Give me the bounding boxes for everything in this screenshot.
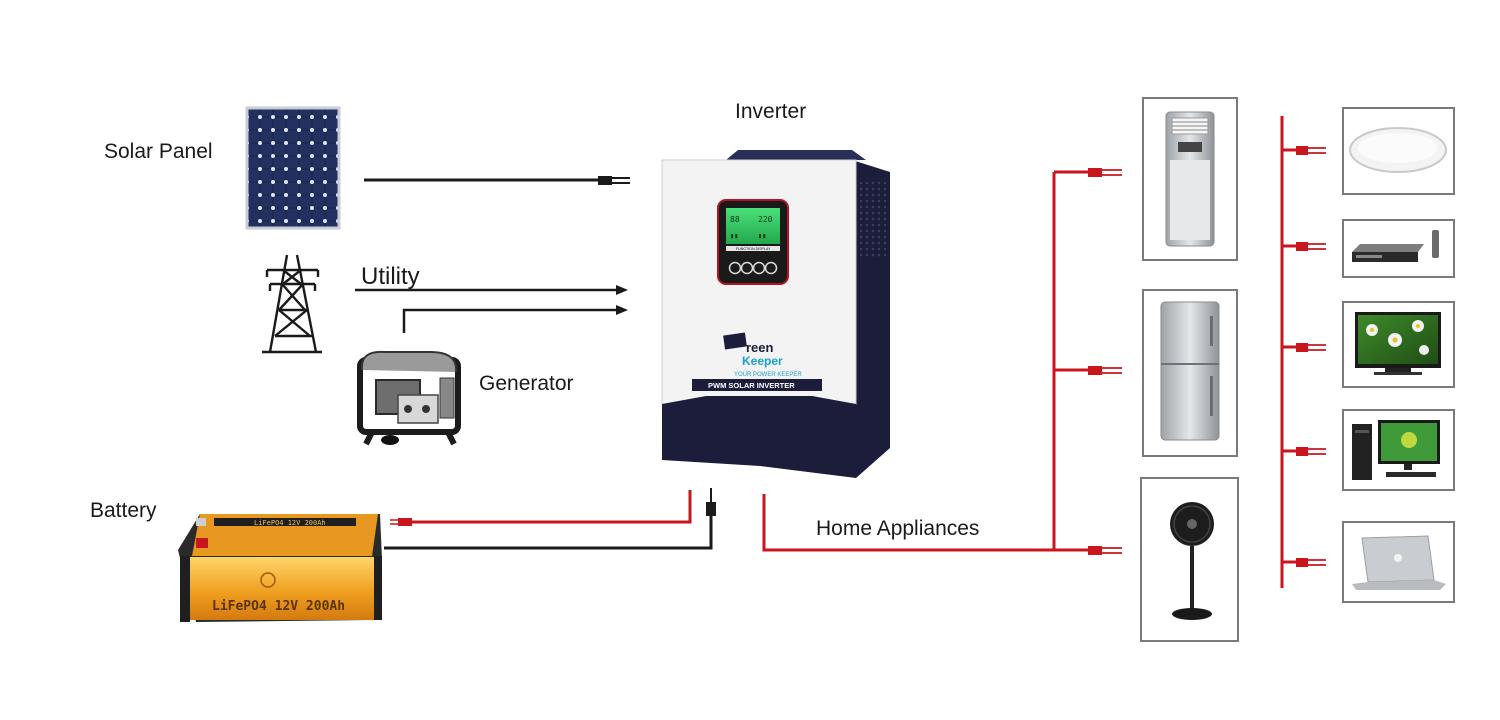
home-appliances-wire [762,494,1054,552]
home-appliances-label: Home Appliances [816,517,980,540]
solar-panel-icon [245,106,341,230]
electric-fan-icon [1140,477,1239,642]
air-conditioner-icon [1142,97,1238,261]
brand-line1: reen [746,340,774,355]
model-plate: PWM SOLAR INVERTER [708,381,795,390]
inverter-label: Inverter [735,100,807,123]
ac-plug-right-3 [1296,343,1326,352]
battery-front-text: LiFePO4 12V 200Ah [212,599,345,614]
generator-wire [402,305,628,333]
display-caption: FUNCTION DISPLAY [736,247,771,251]
ac-plug-right-4 [1296,447,1326,456]
ac-plug-right-2 [1296,242,1326,251]
svg-text:▮▮: ▮▮ [758,232,766,240]
desktop-computer-icon [1342,409,1455,491]
ac-plug-right-1 [1296,146,1326,155]
utility-label: Utility [361,263,420,290]
laptop-icon [1342,521,1455,603]
solar-panel-label: Solar Panel [104,140,213,163]
brand-line2: Keeper [742,354,783,368]
utility-wire [355,285,628,295]
ac-plug-left-2 [1088,366,1122,375]
svg-text:220: 220 [758,215,773,224]
svg-text:▮▮: ▮▮ [730,232,738,240]
ac-plug-left-3 [1088,546,1122,555]
refrigerator-icon [1142,289,1238,457]
ceiling-light-icon [1342,107,1455,195]
svg-text:88: 88 [730,215,740,224]
generator-label: Generator [479,372,574,395]
battery-label: Battery [90,499,157,522]
inverter-icon: 88 220 ▮▮ ▮▮ FUNCTION DISPLAY reen Keepe… [661,150,890,478]
utility-tower-icon [262,254,322,354]
dvd-player-icon [1342,219,1455,278]
battery-dc-wires [384,488,716,550]
generator-icon [357,350,461,446]
ac-plug-left-1 [1088,168,1122,177]
ac-bus-right [1280,116,1296,588]
brand-tagline: YOUR POWER KEEPER [734,372,802,378]
solar-wire [364,176,630,185]
television-icon [1342,301,1455,388]
ac-plug-right-5 [1296,558,1326,567]
ac-bus-left [1052,170,1088,552]
battery-icon: LiFePO4 12V 200Ah LiFePO4 12V 200Ah [178,514,382,622]
battery-top-text: LiFePO4 12V 200Ah [254,519,326,527]
